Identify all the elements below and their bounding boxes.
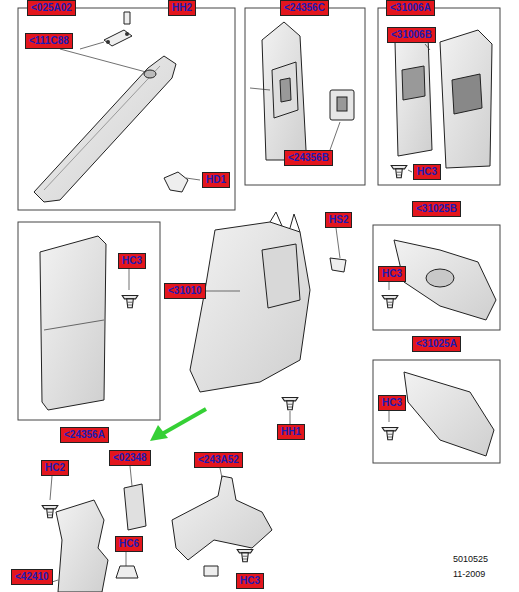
callout-number: <31025A bbox=[412, 336, 461, 352]
callout-number: HH2 bbox=[168, 0, 196, 16]
callout-number: HC3 bbox=[378, 266, 406, 282]
callout-number: HC3 bbox=[378, 395, 406, 411]
callout-number: HC3 bbox=[236, 573, 264, 589]
callout-number: HC6 bbox=[115, 536, 143, 552]
callout-number: HC2 bbox=[41, 460, 69, 476]
callout-number: <24356A bbox=[60, 427, 109, 443]
callout-number: <31006B bbox=[387, 27, 436, 43]
callout-number: <111C88 bbox=[25, 33, 73, 49]
callout-number: HS2 bbox=[325, 212, 352, 228]
callout-number: <02348 bbox=[109, 450, 151, 466]
callout-number: <24356B bbox=[284, 150, 333, 166]
drawing-number: 5010525 bbox=[453, 553, 488, 565]
callout-number: <24356C bbox=[280, 0, 329, 16]
callout-number: <025A02 bbox=[27, 0, 76, 16]
callout-number: HD1 bbox=[202, 172, 230, 188]
callout-number: <31006A bbox=[386, 0, 435, 16]
callout-number: HH1 bbox=[277, 424, 305, 440]
callout-number: <42410 bbox=[11, 569, 53, 585]
callout-number: HC3 bbox=[413, 164, 441, 180]
callout-number: <243A52 bbox=[194, 452, 243, 468]
drawing-number: 11-2009 bbox=[453, 568, 485, 580]
callout-number: <31025B bbox=[412, 201, 461, 217]
callout-number: HC3 bbox=[118, 253, 146, 269]
callout-number: <31010 bbox=[164, 283, 206, 299]
